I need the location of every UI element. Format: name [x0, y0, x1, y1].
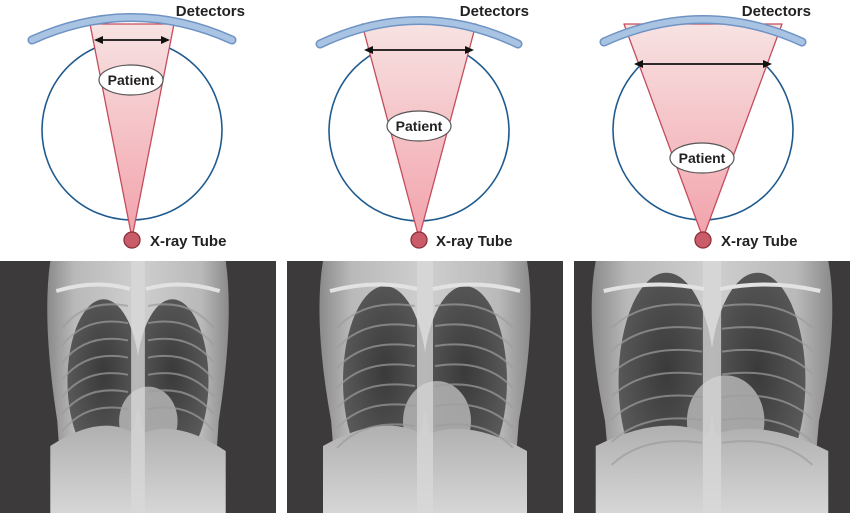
left-rib: [610, 394, 703, 420]
right-rib: [434, 383, 514, 409]
detectors-label: Detectors: [176, 3, 245, 20]
radiograph-content: [47, 261, 229, 513]
width-arrow: [634, 60, 772, 68]
xray-tube-icon: [410, 231, 428, 249]
left-clavicle: [329, 282, 418, 293]
right-rib: [721, 371, 814, 398]
right-rib: [147, 303, 215, 329]
detectors-label: Detectors: [460, 3, 529, 20]
detector-arc-fill: [317, 17, 521, 47]
right-rib: [721, 440, 814, 466]
patient-ellipse: [669, 142, 735, 174]
right-rib: [434, 303, 514, 329]
tube-label: X-ray Tube: [721, 233, 797, 250]
tube-label: X-ray Tube: [436, 233, 512, 250]
right-rib: [147, 406, 215, 432]
right-rib: [147, 320, 215, 346]
left-rib: [610, 417, 703, 443]
right-rib: [721, 394, 814, 420]
spine: [417, 261, 433, 513]
left-rib: [610, 303, 703, 329]
left-rib: [61, 337, 129, 364]
left-rib: [336, 403, 416, 429]
left-rib: [61, 303, 129, 329]
left-rib: [61, 406, 129, 432]
right-rib: [147, 372, 215, 398]
right-rib: [434, 323, 514, 349]
detectors-label: Detectors: [742, 3, 811, 20]
diagram-panel-2: Patient X-ray Tube Detectors: [315, 3, 529, 250]
left-rib: [610, 348, 703, 375]
radiograph-content: [319, 261, 531, 513]
left-rib: [610, 440, 703, 466]
radiograph-row: [0, 261, 850, 513]
right-rib: [147, 389, 215, 415]
xray-beam: [89, 23, 175, 239]
left-rib: [336, 323, 416, 349]
right-rib: [434, 423, 514, 449]
patient-label: Patient: [679, 150, 726, 166]
left-rib: [61, 354, 129, 381]
right-clavicle: [719, 282, 821, 293]
right-rib: [721, 303, 814, 329]
right-rib: [721, 348, 814, 375]
left-clavicle: [603, 282, 705, 293]
left-rib: [61, 389, 129, 415]
left-rib: [61, 320, 129, 346]
right-rib: [147, 354, 215, 381]
right-rib: [721, 326, 814, 352]
width-arrow: [364, 46, 474, 54]
patient-ellipse: [98, 64, 164, 96]
left-rib: [61, 372, 129, 398]
patient-ellipse: [386, 110, 452, 142]
left-rib: [336, 303, 416, 329]
detector-arc-fill: [29, 14, 235, 43]
xray-tube-icon: [694, 231, 712, 249]
spine: [702, 261, 722, 513]
left-rib: [336, 383, 416, 409]
left-rib: [610, 326, 703, 352]
xray-beam: [623, 23, 783, 239]
right-clavicle: [432, 282, 521, 293]
right-rib: [434, 403, 514, 429]
patient-label: Patient: [108, 72, 155, 88]
xray-tube-icon: [123, 231, 141, 249]
patient-label: Patient: [396, 118, 443, 134]
right-rib: [147, 337, 215, 364]
radiograph-panel-3: [574, 261, 850, 513]
diagram-panel-1: Patient X-ray Tube Detectors: [27, 3, 245, 250]
left-clavicle: [55, 282, 131, 293]
left-rib: [336, 423, 416, 449]
radiograph-content: [591, 261, 833, 513]
right-clavicle: [145, 282, 221, 293]
width-arrow: [94, 36, 170, 44]
right-rib: [434, 363, 514, 389]
right-rib: [721, 417, 814, 443]
left-rib: [336, 343, 416, 369]
spine: [131, 261, 145, 513]
tube-label: X-ray Tube: [150, 233, 226, 250]
detector-arc-fill: [601, 16, 805, 45]
left-rib: [610, 371, 703, 398]
right-rib: [434, 343, 514, 369]
radiograph-panel-2: [287, 261, 563, 513]
radiograph-panel-1: [0, 261, 276, 513]
diagram-panel-3: Patient X-ray Tube Detectors: [599, 3, 811, 250]
left-rib: [336, 363, 416, 389]
